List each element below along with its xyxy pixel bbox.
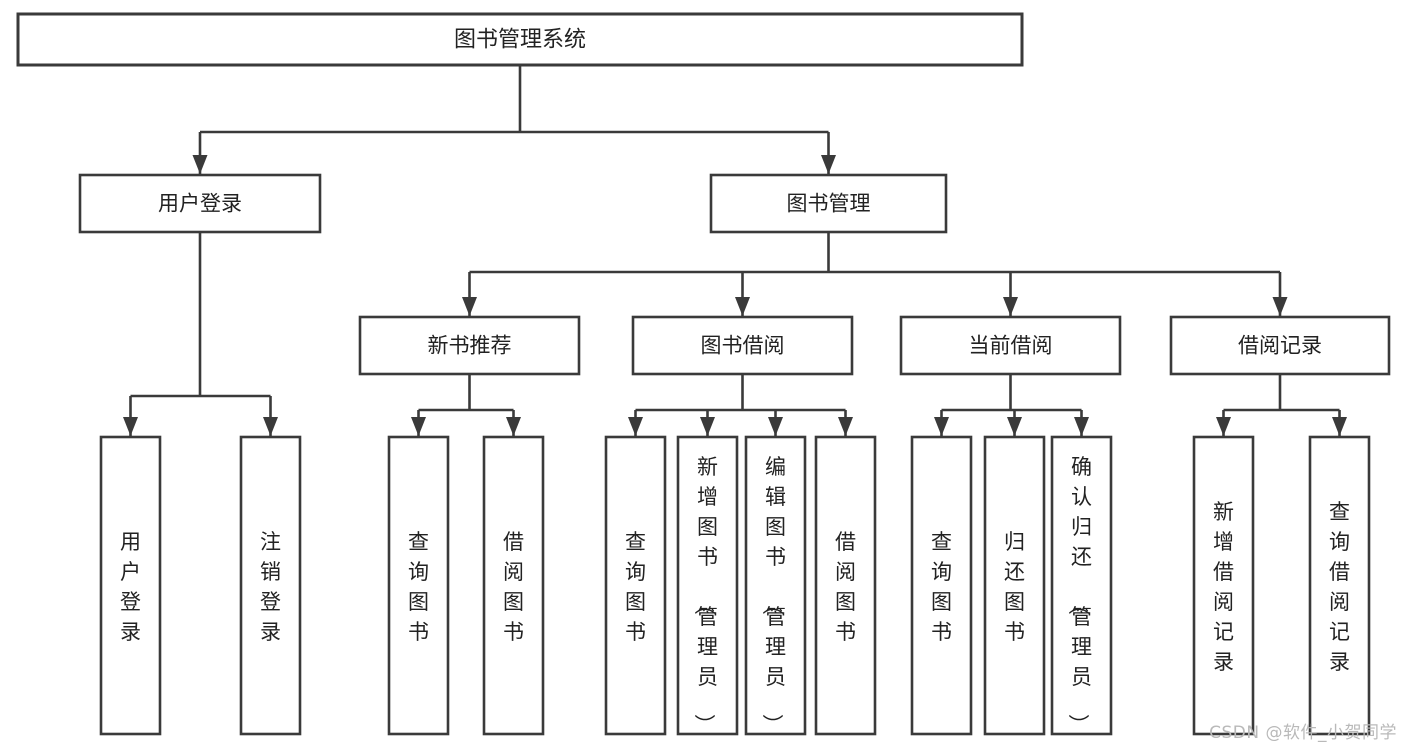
node-box-leaf-query-book-1 [387, 435, 450, 736]
node-label-leaf-add-record: 新增借阅记录 [1213, 500, 1234, 674]
node-label-leaf-query-record: 查询借阅记录 [1329, 500, 1350, 674]
node-box-user-login [78, 173, 322, 234]
node-label-leaf-logout: 注销登录 [260, 530, 281, 644]
node-leaf-query-book-2[interactable]: 查询图书 [604, 435, 667, 736]
arrow-head-icon [1074, 417, 1089, 436]
node-label-user-login: 用户登录 [158, 192, 242, 216]
node-box-current-borrow [899, 315, 1122, 376]
arrow-head-icon [506, 417, 521, 436]
node-box-leaf-return-book [983, 435, 1046, 736]
node-leaf-borrow-book-2[interactable]: 借阅图书 [814, 435, 877, 736]
arrow-head-icon [735, 297, 750, 316]
node-leaf-logout[interactable]: 注销登录 [239, 435, 302, 736]
arrow-head-icon [1216, 417, 1231, 436]
node-label-leaf-borrow-book-1: 借阅图书 [503, 530, 524, 644]
node-box-leaf-query-record [1308, 435, 1371, 736]
node-borrow-record[interactable]: 借阅记录 [1169, 315, 1391, 376]
node-label-leaf-add-book: 新增图书（管理员） [692, 455, 718, 735]
arrow-head-icon [768, 417, 783, 436]
node-leaf-return-book[interactable]: 归还图书 [983, 435, 1046, 736]
node-box-leaf-confirm-return [1050, 435, 1113, 736]
node-label-current-borrow: 当前借阅 [969, 334, 1053, 358]
arrow-head-icon [1003, 297, 1018, 316]
node-box-leaf-query-book-3 [910, 435, 973, 736]
arrow-head-icon [263, 417, 278, 436]
node-box-leaf-borrow-book-2 [814, 435, 877, 736]
node-label-leaf-borrow-book-2: 借阅图书 [835, 530, 856, 644]
node-box-leaf-borrow-book-1 [482, 435, 545, 736]
node-leaf-borrow-book-1[interactable]: 借阅图书 [482, 435, 545, 736]
node-box-new-book-rec [358, 315, 581, 376]
node-box-leaf-add-book [676, 435, 739, 736]
node-new-book-rec[interactable]: 新书推荐 [358, 315, 581, 376]
node-leaf-query-record[interactable]: 查询借阅记录 [1308, 435, 1371, 736]
arrow-head-icon [1007, 417, 1022, 436]
node-box-leaf-edit-book [744, 435, 807, 736]
node-label-leaf-query-book-3: 查询图书 [931, 530, 952, 644]
node-user-login[interactable]: 用户登录 [78, 173, 322, 234]
arrow-head-icon [462, 297, 477, 316]
node-label-new-book-rec: 新书推荐 [428, 334, 512, 358]
node-current-borrow[interactable]: 当前借阅 [899, 315, 1122, 376]
node-label-book-borrow: 图书借阅 [701, 334, 785, 358]
node-leaf-edit-book[interactable]: 编辑图书（管理员） [744, 435, 807, 736]
node-leaf-query-book-3[interactable]: 查询图书 [910, 435, 973, 736]
node-leaf-add-record[interactable]: 新增借阅记录 [1192, 435, 1255, 736]
node-label-book-manage: 图书管理 [787, 192, 871, 216]
arrow-head-icon [628, 417, 643, 436]
node-label-root: 图书管理系统 [454, 28, 586, 53]
node-book-manage[interactable]: 图书管理 [709, 173, 948, 234]
node-label-borrow-record: 借阅记录 [1238, 334, 1322, 358]
arrow-head-icon [123, 417, 138, 436]
arrow-head-icon [821, 155, 836, 174]
node-root[interactable]: 图书管理系统 [16, 12, 1024, 67]
node-leaf-confirm-return[interactable]: 确认归还（管理员） [1050, 435, 1113, 736]
arrow-head-icon [1332, 417, 1347, 436]
node-box-root [16, 12, 1024, 67]
node-leaf-user-login[interactable]: 用户登录 [99, 435, 162, 736]
node-label-leaf-query-book-2: 查询图书 [625, 530, 646, 644]
node-box-leaf-logout [239, 435, 302, 736]
node-label-leaf-edit-book: 编辑图书（管理员） [760, 455, 786, 735]
node-book-borrow[interactable]: 图书借阅 [631, 315, 854, 376]
node-leaf-query-book-1[interactable]: 查询图书 [387, 435, 450, 736]
node-box-leaf-query-book-2 [604, 435, 667, 736]
arrow-head-icon [838, 417, 853, 436]
arrow-head-icon [700, 417, 715, 436]
arrow-head-icon [411, 417, 426, 436]
node-label-leaf-user-login: 用户登录 [120, 530, 141, 644]
node-leaf-add-book[interactable]: 新增图书（管理员） [676, 435, 739, 736]
node-box-leaf-user-login [99, 435, 162, 736]
arrow-head-icon [934, 417, 949, 436]
node-label-leaf-confirm-return: 确认归还（管理员） [1066, 455, 1092, 735]
arrow-head-icon [1272, 297, 1288, 316]
node-label-leaf-query-book-1: 查询图书 [408, 530, 429, 644]
node-box-leaf-add-record [1192, 435, 1255, 736]
arrow-head-icon [192, 155, 208, 174]
node-label-leaf-return-book: 归还图书 [1004, 530, 1025, 644]
